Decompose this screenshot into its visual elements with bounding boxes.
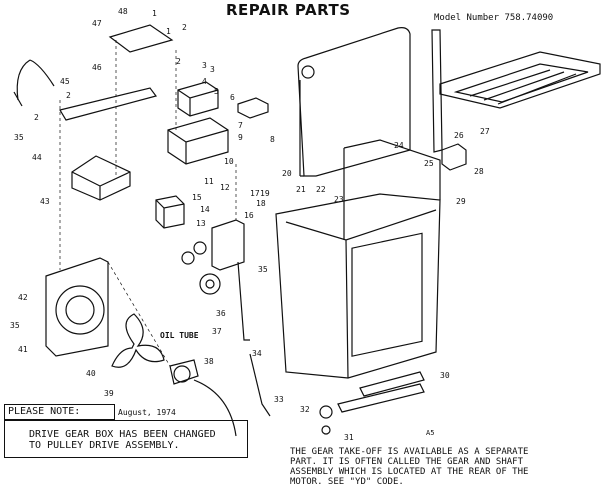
callout: 4 xyxy=(202,77,207,86)
callout: 21 xyxy=(296,185,306,194)
callout: 47 xyxy=(92,19,102,28)
callout: 14 xyxy=(200,205,210,214)
corner-mark: A5 xyxy=(426,429,435,437)
filter-tray xyxy=(439,51,601,109)
drain-hose xyxy=(249,353,271,417)
callout: 33 xyxy=(274,395,284,404)
callout: 35 xyxy=(258,265,268,274)
motor xyxy=(169,359,199,385)
motor-wire xyxy=(193,379,237,437)
callout: 22 xyxy=(316,185,326,194)
callout: 12 xyxy=(220,183,230,192)
cabinet-body xyxy=(275,193,441,379)
callout: 23 xyxy=(334,195,344,204)
front-panel xyxy=(297,27,411,177)
callout: 48 xyxy=(118,7,128,16)
knob xyxy=(237,97,269,119)
callout: 2 xyxy=(182,23,187,32)
callout: 25 xyxy=(424,159,434,168)
caster xyxy=(319,405,333,419)
base-strip xyxy=(359,371,425,397)
callout: 44 xyxy=(32,153,42,162)
footnote-line: MOTOR. SEE "YD" CODE. xyxy=(290,477,404,487)
pump-bracket xyxy=(211,219,245,271)
callout: 11 xyxy=(204,177,214,186)
callout: 5 xyxy=(214,87,219,96)
callout: 45 xyxy=(60,77,70,86)
footnote-line: PART. IT IS OFTEN CALLED THE GEAR AND SH… xyxy=(290,457,523,467)
model-number: Model Number 758.74090 xyxy=(434,13,554,23)
callout: 2 xyxy=(176,57,181,66)
callout: 3 xyxy=(210,65,215,74)
oil-tube-label-text: OIL TUBE xyxy=(160,331,199,340)
callout: 42 xyxy=(18,293,28,302)
callout: 38 xyxy=(204,357,214,366)
callout-labels: 48 1 2 3 47 46 45 2 2 35 44 43 42 35 41 … xyxy=(10,7,490,442)
note-text-box: DRIVE GEAR BOX HAS BEEN CHANGED TO PULLE… xyxy=(4,420,248,458)
oil-tube-label: OIL TUBE xyxy=(160,331,199,340)
callout: 36 xyxy=(216,309,226,318)
callout: 2 xyxy=(66,91,71,100)
callout: 6 xyxy=(230,93,235,102)
drive-gear xyxy=(199,273,221,295)
callout: 7 xyxy=(238,121,243,130)
switch-box xyxy=(177,81,219,117)
fan-grille xyxy=(55,285,105,335)
footnote-line: ASSEMBLY WHICH IS LOCATED AT THE REAR OF… xyxy=(290,467,529,477)
callout: 16 xyxy=(244,211,254,220)
base-strip xyxy=(337,383,425,413)
control-box xyxy=(167,117,229,165)
callout: 17 xyxy=(250,189,260,198)
footnote: THE GEAR TAKE-OFF IS AVAILABLE AS A SEPA… xyxy=(290,447,608,487)
callout: 27 xyxy=(480,127,490,136)
callout: 43 xyxy=(40,197,50,206)
callout: 46 xyxy=(92,63,102,72)
top-cover-plate xyxy=(108,24,174,53)
power-cord xyxy=(16,59,55,101)
callout: 41 xyxy=(18,345,28,354)
please-note-label: PLEASE NOTE: xyxy=(4,404,115,420)
note-line: TO PULLEY DRIVE ASSEMBLY. xyxy=(29,440,180,451)
mount-bracket xyxy=(441,143,467,171)
note-line: DRIVE GEAR BOX HAS BEEN CHANGED xyxy=(29,429,216,440)
callout: 31 xyxy=(344,433,354,442)
idler-wheel xyxy=(181,251,195,265)
callout: 39 xyxy=(104,389,114,398)
callout: 35 xyxy=(10,321,20,330)
callout: 40 xyxy=(86,369,96,378)
callout: 26 xyxy=(454,131,464,140)
air-duct xyxy=(71,155,131,201)
callout: 1 xyxy=(166,27,171,36)
callout: 35 xyxy=(14,133,24,142)
callout: 24 xyxy=(394,141,404,150)
callout: 15 xyxy=(192,193,202,202)
callout: 1 xyxy=(152,9,157,18)
fan-shroud xyxy=(45,257,109,357)
fan-blades xyxy=(111,313,165,368)
footnote-line: THE GEAR TAKE-OFF IS AVAILABLE AS A SEPA… xyxy=(290,447,529,457)
callout: 19 xyxy=(260,189,270,198)
callout: 37 xyxy=(212,327,222,336)
capacitor-box xyxy=(155,195,185,229)
float-rod xyxy=(237,261,250,341)
upper-bracket xyxy=(59,87,158,121)
callout: 2 xyxy=(34,113,39,122)
callout: 13 xyxy=(196,219,206,228)
callout: 10 xyxy=(224,157,234,166)
callout: 28 xyxy=(474,167,484,176)
note-date: August, 1974 xyxy=(118,408,176,417)
callout: 20 xyxy=(282,169,292,178)
callout: 3 xyxy=(202,61,207,70)
callout: 9 xyxy=(238,133,243,142)
callout: 30 xyxy=(440,371,450,380)
callout: 32 xyxy=(300,405,310,414)
callout: 29 xyxy=(456,197,466,206)
page-title: REPAIR PARTS xyxy=(226,1,351,19)
cabinet-grille xyxy=(351,232,423,357)
callout: 34 xyxy=(252,349,262,358)
callout: 8 xyxy=(270,135,275,144)
callout: 18 xyxy=(256,199,266,208)
